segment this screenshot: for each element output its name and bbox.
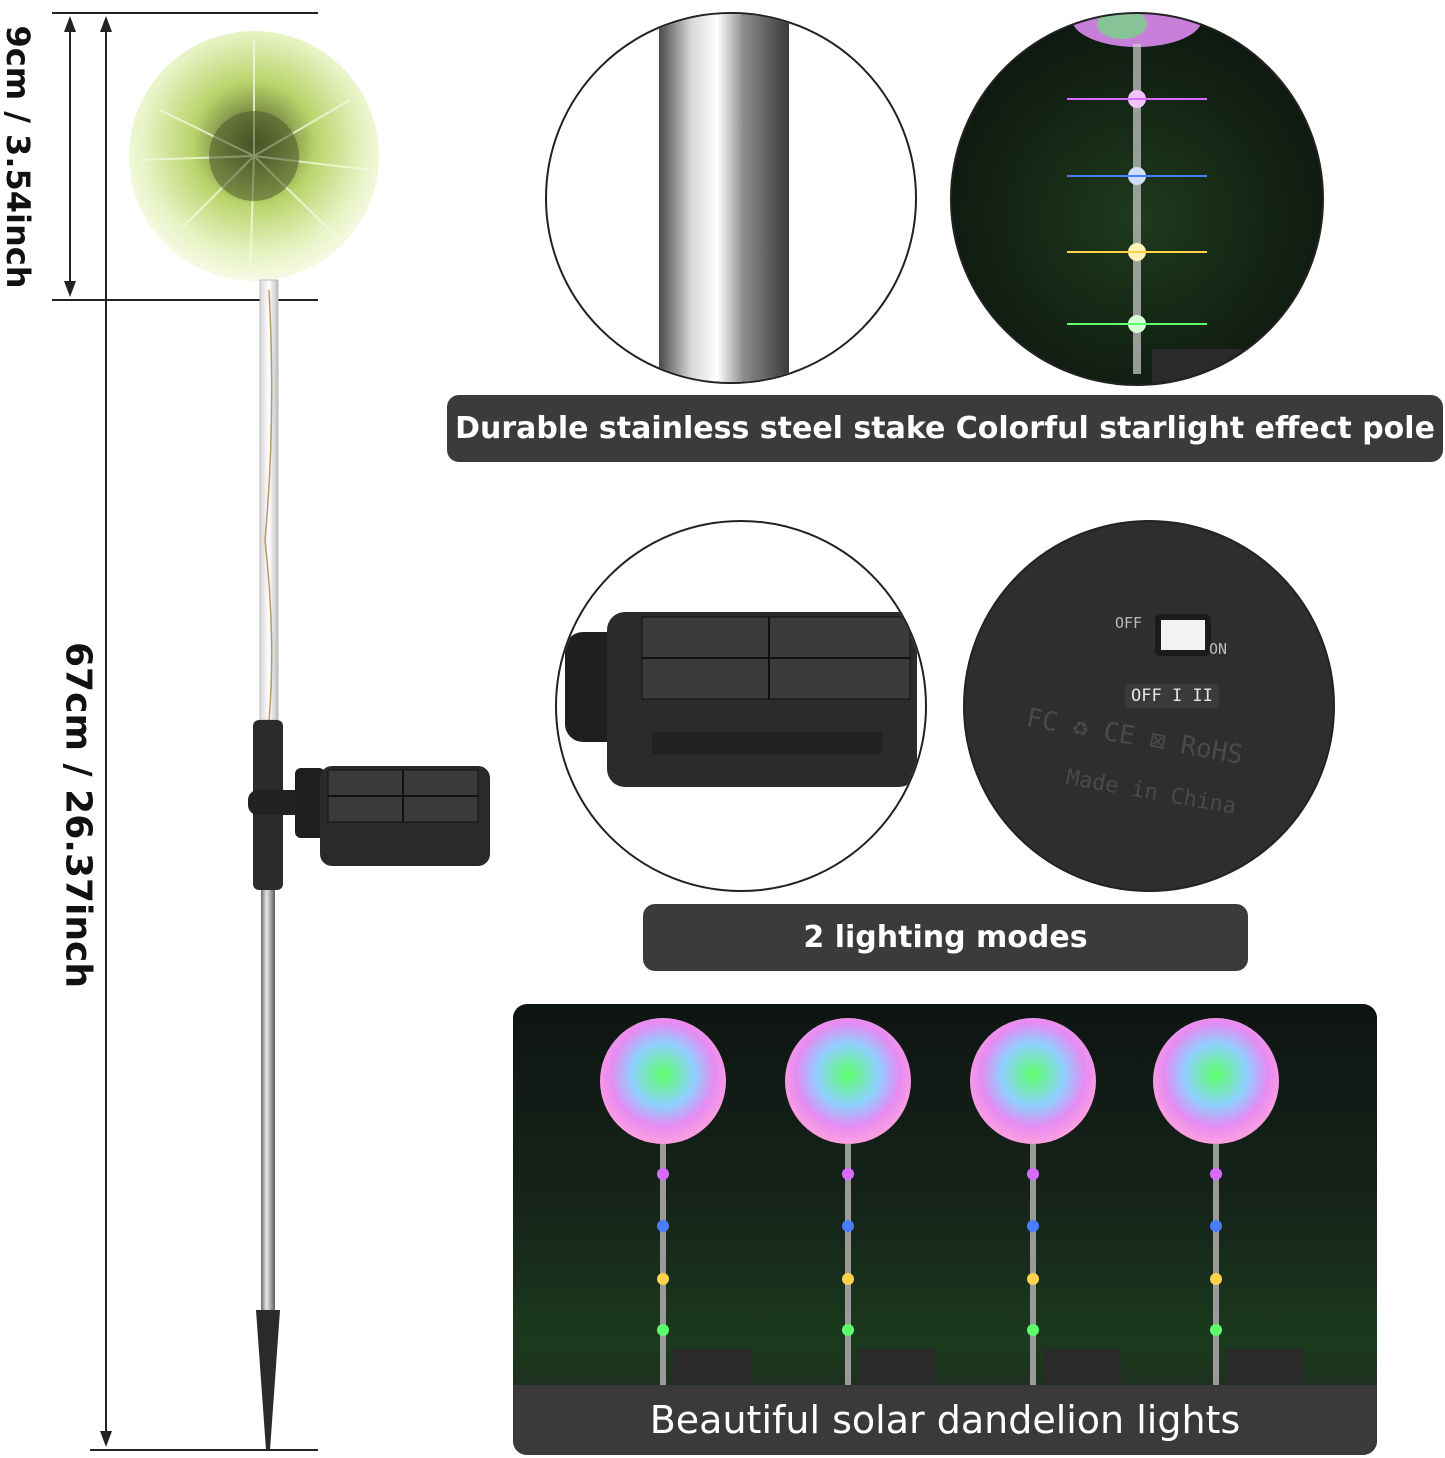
- switch-modes-label: OFF I II: [1125, 684, 1219, 708]
- switch-on-label: ON: [1209, 640, 1228, 658]
- modes-feature-caption: 2 lighting modes: [643, 904, 1248, 971]
- dandelion-light-3: [970, 1018, 1121, 1394]
- head-height-label: 9cm / 3.54inch: [0, 25, 37, 289]
- steel-stake-closeup: [545, 12, 917, 384]
- night-garden-scene: Beautiful solar dandelion lights: [513, 1004, 1377, 1455]
- dimension-lines: [52, 12, 318, 1451]
- switch-panel-closeup: OFF ON OFF I II FC ♻ CE ⊠ RoHS Made in C…: [963, 520, 1335, 892]
- solar-panel: [295, 766, 490, 866]
- switch-off-label: OFF: [1115, 614, 1143, 632]
- dandelion-light-4: [1153, 1018, 1304, 1394]
- switch-slot[interactable]: [1155, 614, 1211, 656]
- solar-panel-closeup: [555, 520, 927, 892]
- certification-marks: FC ♻ CE ⊠ RoHS: [1024, 703, 1246, 771]
- stake-feature-caption: Durable stainless steel stake Colorful s…: [447, 395, 1443, 462]
- starlight-pole-closeup: [950, 12, 1324, 386]
- dandelion-light-2: [785, 1018, 936, 1394]
- dandelion-light-1: [600, 1018, 751, 1394]
- dandelion-light-product: [129, 31, 490, 1450]
- scene-caption: Beautiful solar dandelion lights: [513, 1385, 1377, 1455]
- made-in-label: Made in China: [1064, 765, 1239, 820]
- starlight-leds: [1067, 90, 1207, 333]
- dandelion-ball: [129, 31, 379, 281]
- total-height-label: 67cm / 26.37inch: [57, 642, 99, 988]
